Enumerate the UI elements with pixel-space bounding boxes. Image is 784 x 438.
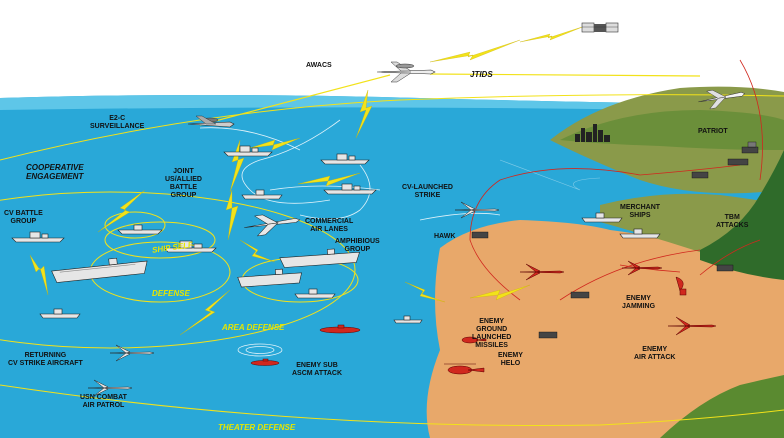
e2c-aircraft-icon [187, 115, 235, 128]
warship-icon [619, 228, 661, 239]
forest [700, 150, 784, 280]
enemy-helicopter-icon [444, 363, 485, 375]
lightning-datalink-icon [355, 89, 373, 139]
enemy-submarine-icon [319, 324, 361, 334]
missile-launcher-icon [570, 291, 590, 299]
label-theater-defense: THEATER DEFENSE [218, 423, 296, 432]
aircraft-carrier-icon [51, 257, 148, 283]
ship-self-defense-ring [104, 221, 216, 259]
aircraft-carrier-icon [279, 248, 360, 268]
cv-group-ring [104, 211, 166, 239]
aircraft-carrier-icon [237, 268, 302, 288]
warship-icon [393, 315, 423, 324]
lightning-datalink-icon [179, 289, 231, 336]
fighter-jet-icon [454, 201, 500, 219]
lightning-datalink-icon [404, 281, 446, 303]
area-defense-ring [0, 191, 356, 349]
lightning-datalink-icon [297, 172, 361, 187]
lightning-datalink-icon [225, 189, 239, 241]
enemy-helicopter-icon [461, 336, 487, 344]
awacs-aircraft-icon [376, 61, 436, 83]
enemy-jet-icon [667, 316, 717, 336]
hills-mid [560, 110, 784, 150]
city-skyline-icon [575, 124, 610, 142]
sea-horizon [0, 95, 784, 112]
warship-icon [163, 240, 217, 253]
label-hawk: HAWK [434, 233, 456, 240]
warship-icon [223, 145, 273, 157]
enemy-land [426, 220, 784, 438]
enemy-jet-icon [519, 263, 565, 281]
fighter-jet-icon [109, 344, 155, 362]
enemy-jet-icon [621, 260, 663, 276]
patriot-launcher-icon [741, 141, 759, 154]
enemy-submarine-icon [250, 358, 280, 366]
label-area-defense: AREA DEFENSE [222, 323, 285, 332]
coop-engagement-arc [0, 94, 784, 161]
airliner-icon [698, 89, 746, 110]
lightning-datalink-icon [29, 254, 49, 296]
bottom-green [660, 375, 784, 438]
label-patriot: PATRIOT [698, 128, 728, 135]
lightning-datalinks [29, 25, 586, 336]
missile-launcher-icon [691, 171, 709, 179]
lightning-datalink-icon [469, 284, 531, 301]
lightning-datalink-icon [239, 239, 276, 263]
missile-launcher-icon [538, 331, 558, 339]
lightning-datalink-icon [229, 139, 245, 193]
lightning-datalink-icon [429, 39, 521, 63]
missile-launcher-icon [716, 264, 734, 272]
airliner-icon [244, 214, 301, 237]
label-awacs: AWACS [306, 62, 332, 69]
lightning-datalink-icon [249, 137, 301, 151]
fighter-jet-icon [87, 379, 133, 397]
warship-icon [320, 153, 370, 165]
theater-defense-arc [0, 384, 784, 426]
enemy-radar-icon [675, 276, 687, 296]
label-jtids: JTIDS [470, 70, 493, 79]
jtids-link [199, 73, 701, 126]
warship-icon [323, 183, 377, 195]
missile-launcher-icon [471, 231, 489, 239]
warship-icon [294, 288, 336, 299]
warship-icon [39, 308, 81, 319]
missile-launcher-icon [727, 158, 749, 166]
warship-icon [241, 189, 283, 200]
warship-icon [117, 224, 163, 235]
warship-icon [581, 212, 623, 223]
label-defense: DEFENSE [152, 289, 190, 298]
satellite-icon [581, 22, 619, 33]
warship-icon [11, 231, 65, 243]
lightning-datalink-icon [97, 189, 146, 233]
